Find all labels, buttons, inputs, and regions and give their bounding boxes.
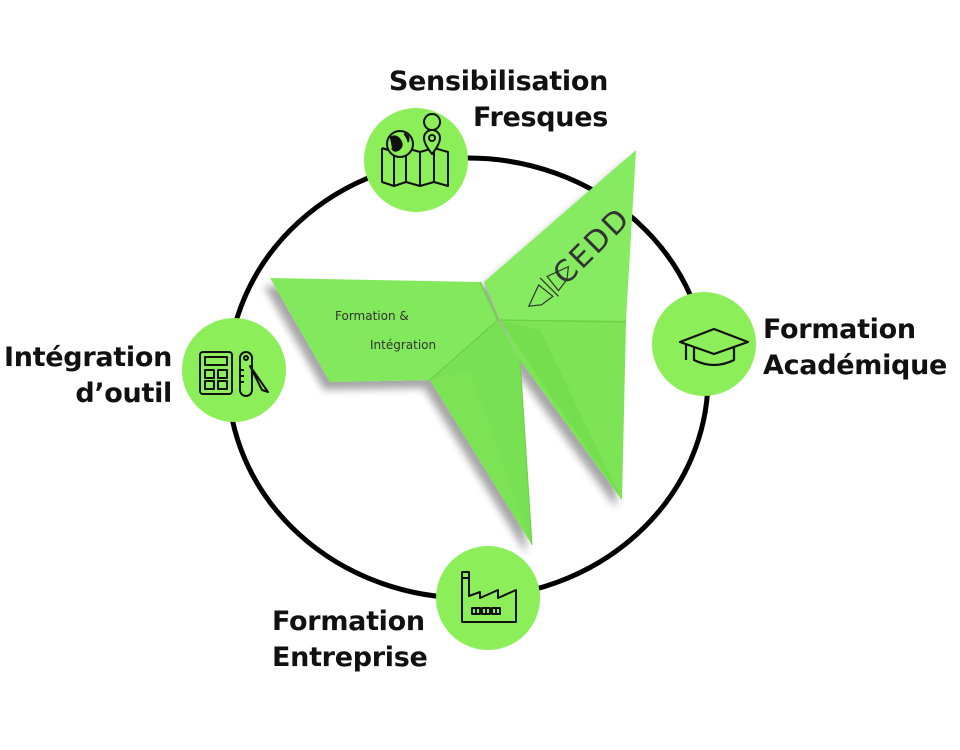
node-integration-outil bbox=[182, 318, 286, 422]
node-formation-entreprise bbox=[436, 546, 540, 650]
label-formation-academique-line2: Académique bbox=[763, 350, 948, 381]
node-formation-academique bbox=[652, 292, 756, 396]
label-formation-academique-line1: Formation bbox=[763, 314, 916, 345]
factory-icon bbox=[461, 571, 517, 623]
label-formation-entreprise-line2: Entreprise bbox=[272, 642, 428, 673]
label-sensibilisation-line1: Sensibilisation bbox=[388, 66, 608, 97]
label-formation-academique: Formation Académique bbox=[763, 312, 947, 384]
butterfly-logo-icon bbox=[527, 265, 570, 307]
node-sensibilisation bbox=[364, 108, 468, 212]
wing-text-line2: Intégration bbox=[370, 338, 436, 352]
label-integration-outil: Intégration d’outil bbox=[4, 340, 172, 412]
label-integration-outil-line1: Intégration bbox=[4, 342, 172, 373]
graduation-cap-icon bbox=[678, 327, 750, 367]
label-sensibilisation-line2: Fresques bbox=[473, 102, 608, 133]
wing-text-line1: Formation & bbox=[335, 309, 409, 323]
calculator-pocketknife-icon bbox=[199, 351, 269, 397]
label-sensibilisation: Sensibilisation Fresques bbox=[389, 64, 608, 136]
map-globe-pin-icon bbox=[381, 113, 449, 187]
label-formation-entreprise-line1: Formation bbox=[272, 606, 425, 637]
label-integration-outil-line2: d’outil bbox=[75, 378, 172, 409]
origami-butterfly: Formation & Intégration CEDD bbox=[270, 150, 638, 546]
label-formation-entreprise: Formation Entreprise bbox=[272, 604, 428, 676]
